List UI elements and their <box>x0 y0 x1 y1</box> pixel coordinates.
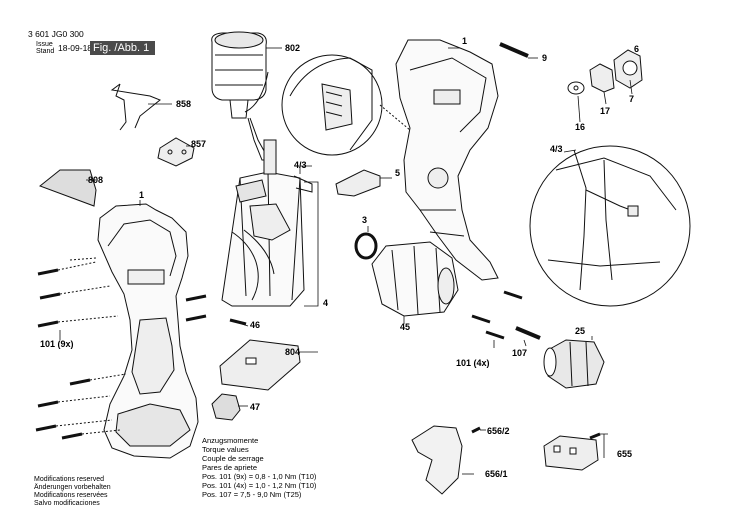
detail-circle-top <box>281 54 411 156</box>
switch-part-804 <box>219 339 301 391</box>
callout-804: 804 <box>285 347 301 357</box>
screw-set-101-9x <box>35 257 207 440</box>
modification-line: Änderungen vorbehalten <box>34 484 111 491</box>
callout-101-4x: 101 (4x) <box>456 358 490 368</box>
pin-part-9 <box>499 42 529 58</box>
callout-857: 857 <box>191 139 207 149</box>
torque-line: Torque values <box>202 445 249 454</box>
callout-7: 7 <box>629 94 635 104</box>
callout-107: 107 <box>512 348 528 358</box>
torque-line: Pos. 107 = 7,5 - 9,0 Nm (T25) <box>202 490 302 499</box>
housing-half-right <box>395 39 499 281</box>
o-ring-part-3 <box>354 232 378 260</box>
callout-3: 3 <box>362 215 368 225</box>
issue-label: Issue <box>36 41 53 48</box>
motor-part-802 <box>211 31 276 161</box>
modification-line: Modifications reserved <box>34 476 105 483</box>
callout-45: 45 <box>400 322 411 332</box>
cover-part-5 <box>335 169 381 197</box>
figure-label: Fig. /Abb. 1 <box>90 41 155 55</box>
button-part-47 <box>211 393 241 421</box>
bracket-part-857 <box>157 137 195 167</box>
stand-label: Stand <box>36 48 55 55</box>
modification-line: Modifications reservées <box>34 492 108 499</box>
screw-set-101-4x <box>471 290 541 340</box>
torque-line: Pares de apriete <box>202 463 258 472</box>
callout-101-9x: 101 (9x) <box>40 339 74 349</box>
electronics-module-4 <box>221 139 313 326</box>
wire-clip-858 <box>110 83 161 131</box>
callout-1-left: 1 <box>139 190 145 200</box>
callout-808: 808 <box>88 175 104 185</box>
torque-line: Couple de serrage <box>202 454 264 463</box>
callout-4-3-mid: 4/3 <box>294 160 307 170</box>
detail-circle-right <box>529 145 691 307</box>
callout-656-1: 656/1 <box>485 469 508 479</box>
leader-lines <box>59 47 633 475</box>
torque-line: Pos. 101 (9x) = 0,8 - 1,0 Nm (T10) <box>202 472 317 481</box>
callout-858: 858 <box>176 99 192 109</box>
callout-5: 5 <box>395 168 401 178</box>
callout-17: 17 <box>600 106 611 116</box>
battery-terminal-655 <box>543 432 601 471</box>
callout-6: 6 <box>634 44 640 54</box>
chuck-part-25 <box>543 339 605 389</box>
belt-clip-656 <box>411 425 481 495</box>
callout-4: 4 <box>323 298 329 308</box>
callout-656-2: 656/2 <box>487 426 510 436</box>
drawing-number: 3 601 JG0 300 <box>28 29 84 39</box>
gear-selector-parts <box>567 49 643 95</box>
modification-line: Salvo modificaciones <box>34 500 100 507</box>
callout-46: 46 <box>250 320 261 330</box>
callout-47: 47 <box>250 402 261 412</box>
torque-line: Pos. 101 (4x) = 1,0 - 1,2 Nm (T10) <box>202 481 317 490</box>
callout-4-3-right: 4/3 <box>550 144 563 154</box>
housing-half-left <box>97 203 199 459</box>
callout-802: 802 <box>285 43 301 53</box>
torque-line: Anzugsmomente <box>202 436 259 445</box>
gearbox-part-45 <box>371 241 459 317</box>
issue-date: 18-09-18 <box>58 43 93 53</box>
callout-16: 16 <box>575 122 586 132</box>
callout-25: 25 <box>575 326 586 336</box>
callout-1-top: 1 <box>462 36 468 46</box>
callout-9: 9 <box>542 53 548 63</box>
callout-655: 655 <box>617 449 633 459</box>
